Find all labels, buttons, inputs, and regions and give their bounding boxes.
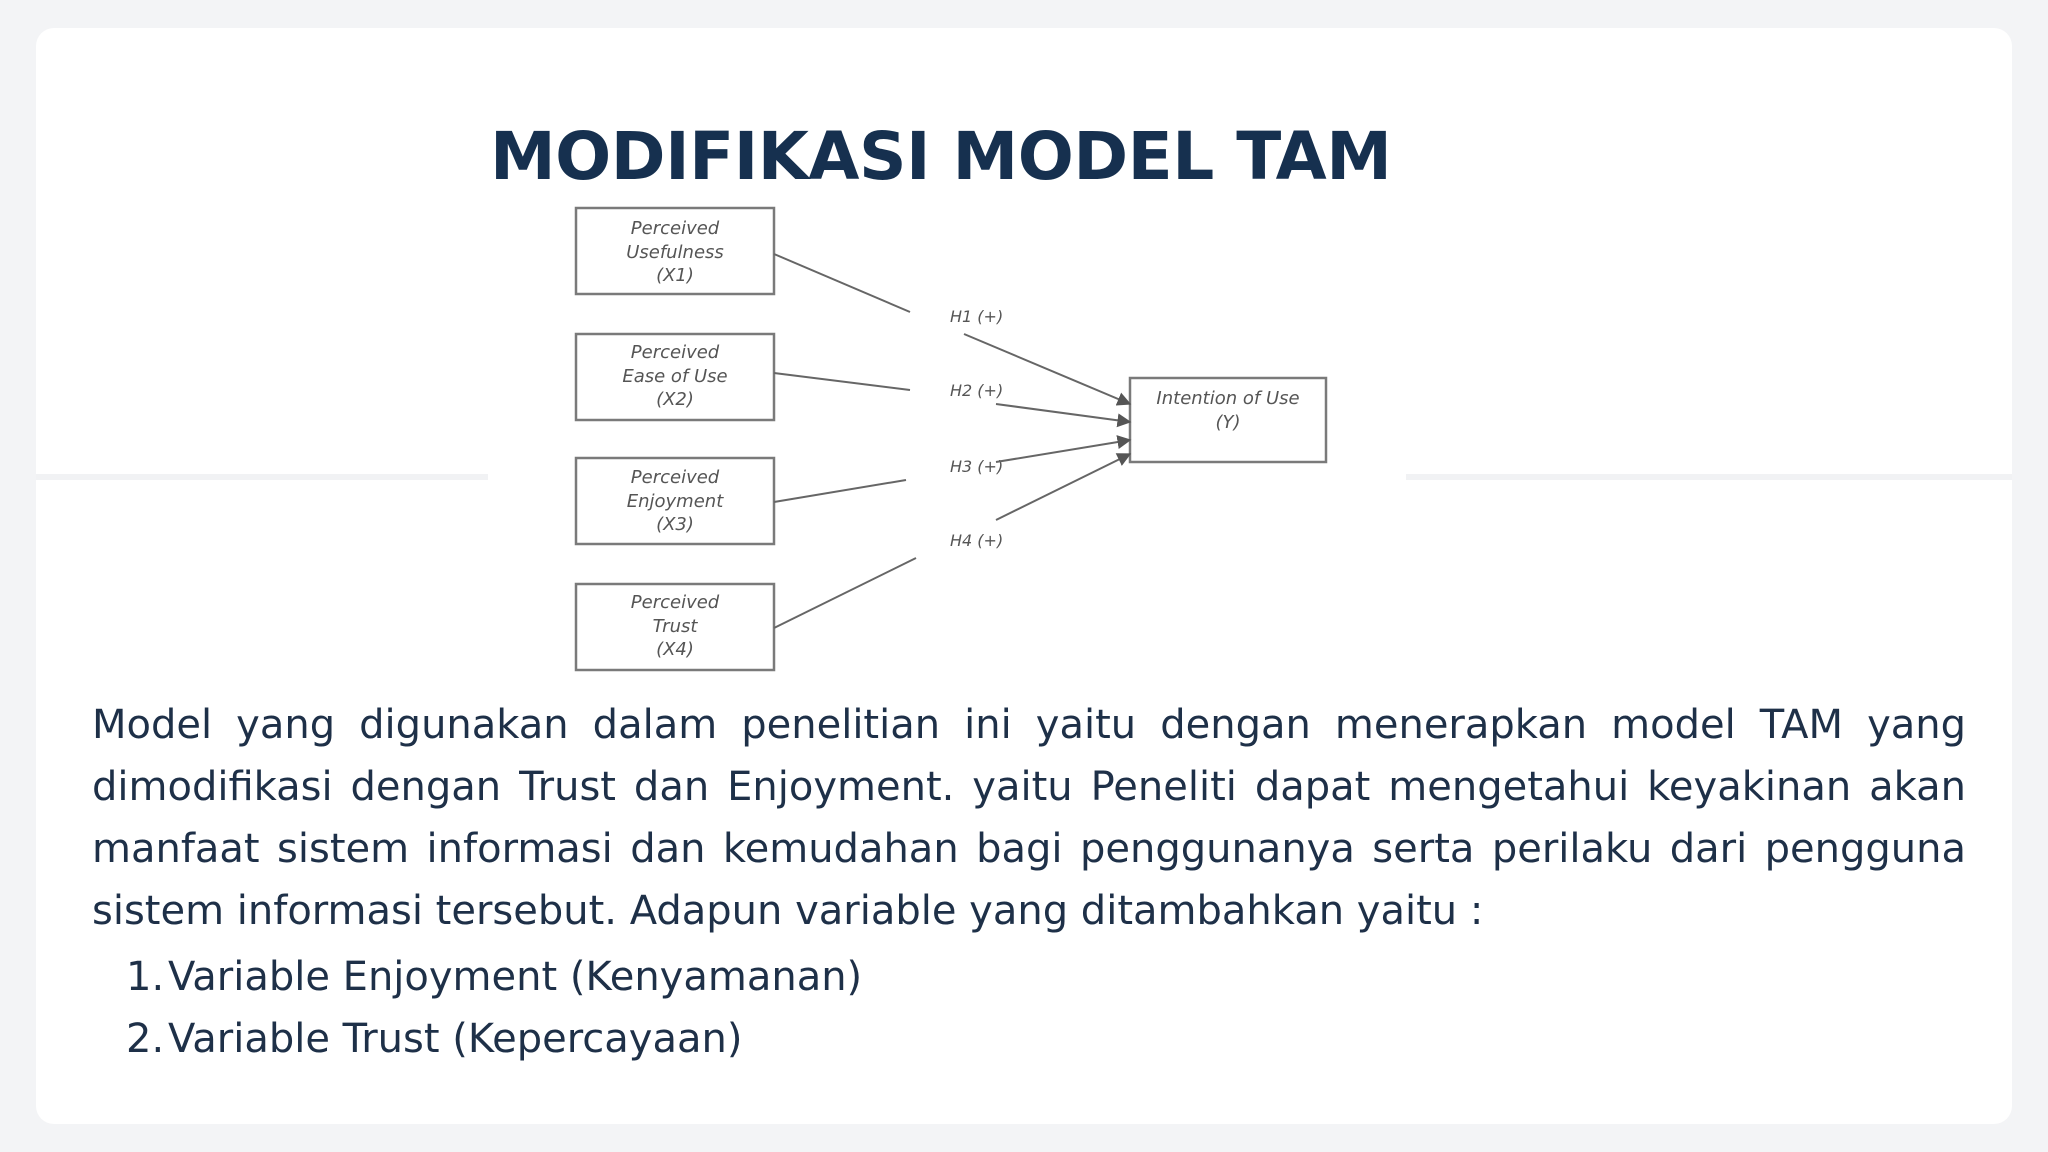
box-x1-perceived-usefulness: Perceived Usefulness (X1) [574, 206, 776, 296]
x4-label-line3: (X4) [656, 639, 694, 660]
h1-line-from-x1 [773, 253, 911, 313]
hypothesis-h1-label: H1 (+) [950, 307, 1003, 326]
slide-card [36, 28, 2012, 1124]
h2-line-from-x2 [773, 372, 911, 391]
x1-label-line1: Perceived [631, 218, 720, 239]
x2-label-line2: Ease of Use [622, 366, 727, 387]
list-item: 1.Variable Enjoyment (Kenyamanan) [126, 946, 862, 1008]
x3-label-line1: Perceived [631, 467, 720, 488]
list-item-number: 1. [126, 954, 165, 1000]
slide-title: MODIFIKASI MODEL TAM [490, 118, 1392, 195]
divider-left [36, 474, 488, 480]
h4-arrow-to-y [995, 453, 1132, 521]
tam-model-diagram: Perceived Usefulness (X1) Perceived Ease… [574, 206, 1328, 672]
list-item-number: 2. [126, 1016, 165, 1062]
h1-arrow-to-y [963, 333, 1132, 406]
h3-arrow-to-y [995, 435, 1132, 463]
hypothesis-h2-label: H2 (+) [950, 381, 1003, 400]
list-item-text: Variable Trust (Kepercayaan) [168, 1016, 743, 1062]
hypothesis-h4-label: H4 (+) [950, 531, 1003, 550]
h3-line-from-x3 [773, 479, 907, 503]
box-x2-perceived-ease-of-use: Perceived Ease of Use (X2) [574, 332, 776, 422]
added-variables-list: 1.Variable Enjoyment (Kenyamanan) 2.Vari… [126, 946, 862, 1070]
y-label-line1: Intention of Use [1156, 388, 1299, 409]
h2-arrow-to-y [995, 403, 1132, 428]
x1-label-line2: Usefulness [626, 242, 724, 263]
x4-label-line1: Perceived [631, 592, 720, 613]
list-item-text: Variable Enjoyment (Kenyamanan) [168, 954, 863, 1000]
hypothesis-h3-label: H3 (+) [950, 457, 1003, 476]
x1-label-line3: (X1) [656, 265, 694, 286]
list-item: 2.Variable Trust (Kepercayaan) [126, 1008, 862, 1070]
h4-line-from-x4 [773, 557, 917, 629]
box-x4-perceived-trust: Perceived Trust (X4) [574, 582, 776, 672]
body-paragraph: Model yang digunakan dalam penelitian in… [92, 702, 1966, 934]
x3-label-line2: Enjoyment [627, 491, 724, 512]
box-y-intention-of-use: Intention of Use (Y) [1128, 376, 1328, 464]
y-label-line2: (Y) [1215, 412, 1240, 433]
x2-label-line3: (X2) [656, 389, 694, 410]
x3-label-line3: (X3) [656, 514, 694, 535]
x2-label-line1: Perceived [631, 342, 720, 363]
box-x3-perceived-enjoyment: Perceived Enjoyment (X3) [574, 456, 776, 546]
x4-label-line2: Trust [653, 616, 699, 637]
divider-right [1406, 474, 2012, 480]
